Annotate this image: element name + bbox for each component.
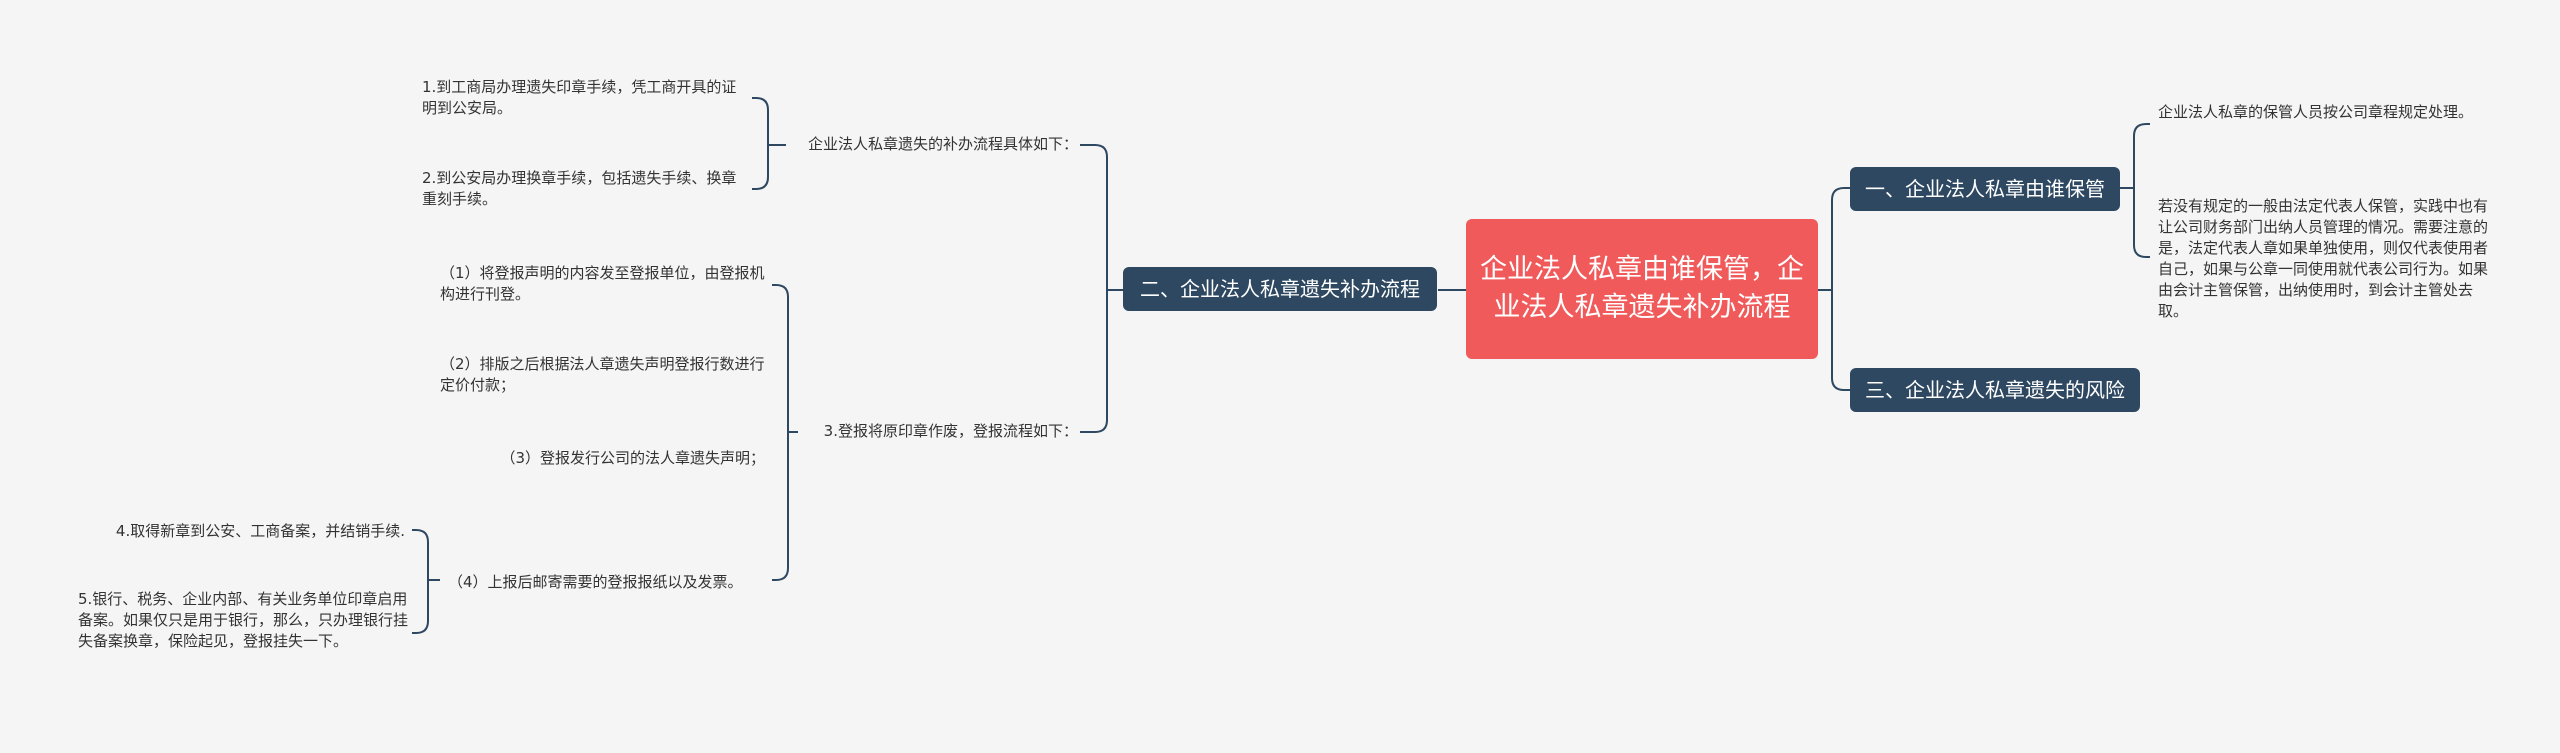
leaf-step-1: 1.到工商局办理遗失印章手续，凭工商开具的证明到公安局。 — [422, 78, 737, 117]
leaf-newspaper-1: （1）将登报声明的内容发至登报单位，由登报机构进行刊登。 — [440, 264, 765, 303]
connector-root-right — [1818, 187, 1850, 391]
connector-b2-groups — [1080, 144, 1123, 433]
connector-g1-items — [752, 97, 786, 190]
branch-label: 三、企业法人私章遗失的风险 — [1865, 378, 2125, 402]
leaf-newspaper-4: （4）上报后邮寄需要的登报报纸以及发票。 — [448, 573, 743, 591]
branch-reissue-process[interactable]: 二、企业法人私章遗失补办流程 — [1123, 267, 1437, 311]
leaf-seal-keeper-rule: 企业法人私章的保管人员按公司章程规定处理。 — [2158, 103, 2474, 121]
leaf-seal-keeper-default: 若没有规定的一般由法定代表人保管，实践中也有让公司财务部门出纳人员管理的情况。需… — [2158, 197, 2489, 320]
connector-g3-items — [412, 529, 440, 634]
root-title: 企业法人私章由谁保管，企业法人私章遗失补办流程 — [1480, 254, 1804, 323]
leaf-reissue-steps-label: 企业法人私章遗失的补办流程具体如下： — [807, 135, 1078, 153]
leaf-step-4: 4.取得新章到公安、工商备案，并结销手续. — [115, 522, 405, 540]
branch-loss-risk[interactable]: 三、企业法人私章遗失的风险 — [1850, 368, 2140, 412]
connector-b1-leaves — [2120, 123, 2150, 258]
leaf-step-2: 2.到公安局办理换章手续，包括遗失手续、换章重刻手续。 — [422, 169, 737, 208]
branch-label: 二、企业法人私章遗失补办流程 — [1140, 277, 1420, 301]
leaf-newspaper-3: （3）登报发行公司的法人章遗失声明； — [500, 449, 765, 467]
branch-who-keeps-seal[interactable]: 一、企业法人私章由谁保管 — [1850, 167, 2120, 211]
connector-g2-items — [772, 284, 798, 581]
leaf-newspaper-2: （2）排版之后根据法人章遗失声明登报行数进行定价付款； — [440, 355, 765, 394]
branch-label: 一、企业法人私章由谁保管 — [1865, 177, 2105, 201]
leaf-newspaper-step-label: 3.登报将原印章作废，登报流程如下： — [823, 422, 1078, 440]
root-topic[interactable]: 企业法人私章由谁保管，企业法人私章遗失补办流程 — [1466, 219, 1818, 359]
leaf-step-5: 5.银行、税务、企业内部、有关业务单位印章启用备案。如果仅只是用于银行，那么，只… — [78, 590, 409, 650]
